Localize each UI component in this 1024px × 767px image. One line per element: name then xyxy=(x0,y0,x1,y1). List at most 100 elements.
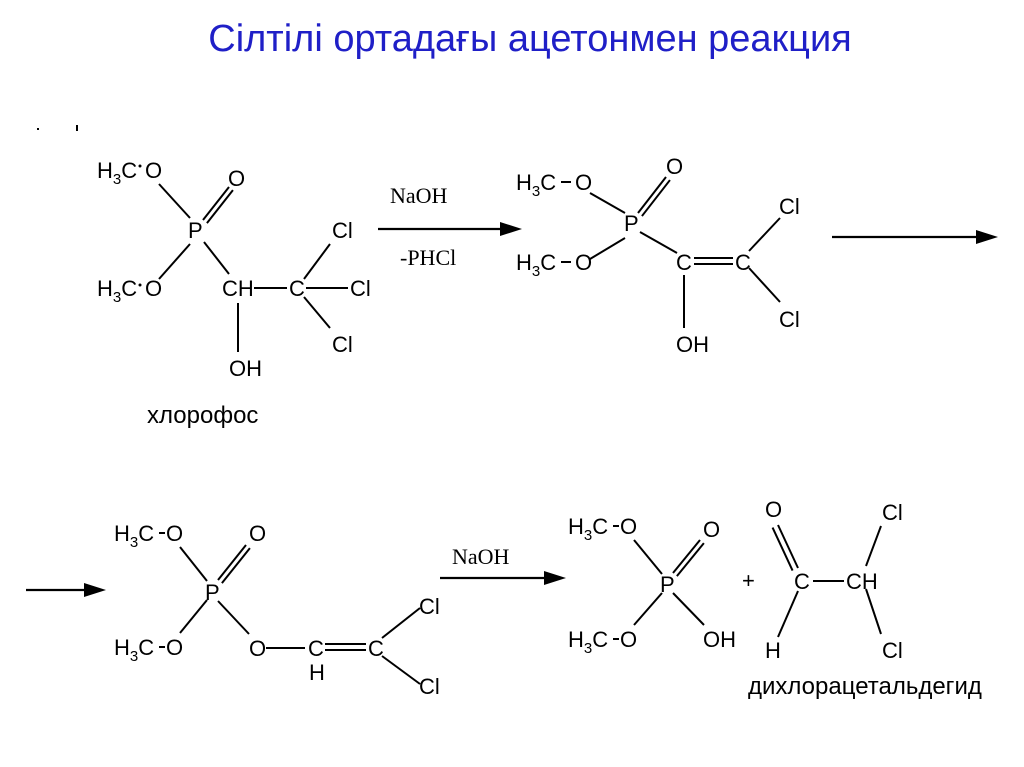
dot-bond xyxy=(138,283,142,287)
arrow-1-head xyxy=(500,222,522,236)
bond xyxy=(639,231,678,254)
methyl-group-top: H3C xyxy=(516,170,556,200)
bond xyxy=(865,588,882,635)
carbon-ccl3: C xyxy=(289,276,305,301)
bond xyxy=(179,599,208,634)
chlorine-3: Cl xyxy=(332,332,353,357)
chlorine-2: Cl xyxy=(779,307,800,332)
oxygen-bottom: O xyxy=(575,250,592,275)
chlorine-1: Cl xyxy=(332,218,353,243)
reaction-arrow-3 xyxy=(26,583,106,597)
methyl-group-bottom: H3C xyxy=(516,250,556,280)
ch-group: CH xyxy=(222,276,254,301)
carbon-vinyl: C xyxy=(308,636,324,661)
bond xyxy=(179,546,208,582)
reaction-arrow-2 xyxy=(832,230,998,244)
ch-group: CH xyxy=(846,569,878,594)
hydroxyl-group: OH xyxy=(676,332,709,357)
phosphorus-atom: P xyxy=(624,211,639,236)
methyl-group-bottom: H3C xyxy=(114,635,154,665)
bond xyxy=(748,217,781,252)
slide-title: Сілтілі ортадағы ацетонмен реакция xyxy=(208,18,852,60)
double-bond-po xyxy=(672,539,701,574)
hydroxyl-group: OH xyxy=(229,356,262,381)
double-bond-po xyxy=(676,542,705,577)
bond xyxy=(303,243,331,280)
plus-sign-text: + xyxy=(742,568,755,593)
bond xyxy=(748,267,781,303)
methyl-group-top: H3C xyxy=(114,521,154,551)
reaction-arrow-4: NaOH xyxy=(440,544,566,585)
bond xyxy=(303,296,331,329)
byproduct-phcl: -PHCl xyxy=(400,245,456,270)
molecule-dimethyl-phosphate: H3C O H3C O P O OH xyxy=(568,514,736,657)
bond xyxy=(865,525,882,567)
methyl-group-top: H3C xyxy=(568,514,608,544)
oxygen-double: O xyxy=(249,521,266,546)
bond xyxy=(633,539,663,575)
methyl-group-bottom: H3C xyxy=(568,627,608,657)
arrow-3-head xyxy=(84,583,106,597)
bond xyxy=(217,600,250,635)
compound-name-dichloroacetaldehyde: дихлорацетальдегид xyxy=(748,673,982,700)
hydrogen-aldehyde: H xyxy=(765,638,781,663)
oxygen-double: O xyxy=(703,517,720,542)
double-bond-co xyxy=(771,527,794,571)
chlorine-1: Cl xyxy=(882,500,903,525)
oxygen-ester: O xyxy=(249,636,266,661)
bond xyxy=(589,237,626,260)
oxygen-double: O xyxy=(228,166,245,191)
bond xyxy=(633,592,663,626)
carbon-enol: C xyxy=(676,250,692,275)
oxygen-top: O xyxy=(620,514,637,539)
bond xyxy=(381,655,421,685)
double-bond-po xyxy=(637,176,667,214)
oxygen-top: O xyxy=(166,521,183,546)
compound-name-chlorofos: хлорофос xyxy=(147,402,258,429)
bond xyxy=(158,243,191,280)
oxygen-top: O xyxy=(145,158,162,183)
oxygen-bottom: O xyxy=(620,627,637,652)
oxygen-bottom: O xyxy=(145,276,162,301)
double-bond-po xyxy=(641,179,671,217)
hydrogen-vinyl: H xyxy=(309,660,325,685)
hydroxyl-group: OH xyxy=(703,627,736,652)
carbon-dichloro: C xyxy=(368,636,384,661)
chlorine-1: Cl xyxy=(779,194,800,219)
carbon-aldehyde: C xyxy=(794,569,810,594)
double-bond-po xyxy=(221,547,251,584)
methyl-group-bottom: H3C xyxy=(97,276,137,306)
chlorine-1: Cl xyxy=(419,594,440,619)
arrow-4-head xyxy=(544,571,566,585)
reagent-naoh: NaOH xyxy=(390,183,448,208)
methyl-group-top: H3C xyxy=(97,158,137,188)
bond xyxy=(381,607,421,639)
stray-tick xyxy=(76,125,78,131)
bond xyxy=(158,183,191,219)
double-bond-po xyxy=(206,189,234,224)
oxygen-double: O xyxy=(666,154,683,179)
carbon-dichloro: C xyxy=(735,250,751,275)
stray-dot xyxy=(37,128,39,130)
reagent-naoh: NaOH xyxy=(452,544,510,569)
oxygen-top: O xyxy=(575,170,592,195)
dot-bond xyxy=(138,164,142,168)
oxygen-aldehyde: O xyxy=(765,497,782,522)
bond xyxy=(672,592,705,626)
plus-sign: + xyxy=(742,568,755,593)
chlorine-2: Cl xyxy=(419,674,440,699)
reaction-arrow-1: NaOH -PHCl xyxy=(378,183,522,270)
phosphorus-atom: P xyxy=(188,218,203,243)
double-bond-po xyxy=(202,186,230,221)
bond xyxy=(203,241,230,275)
double-bond-po xyxy=(217,544,247,581)
double-bond-co xyxy=(777,524,799,569)
phosphorus-atom: P xyxy=(660,572,675,597)
bond xyxy=(777,590,799,638)
stray-marks xyxy=(37,125,78,131)
chlorine-2: Cl xyxy=(350,276,371,301)
